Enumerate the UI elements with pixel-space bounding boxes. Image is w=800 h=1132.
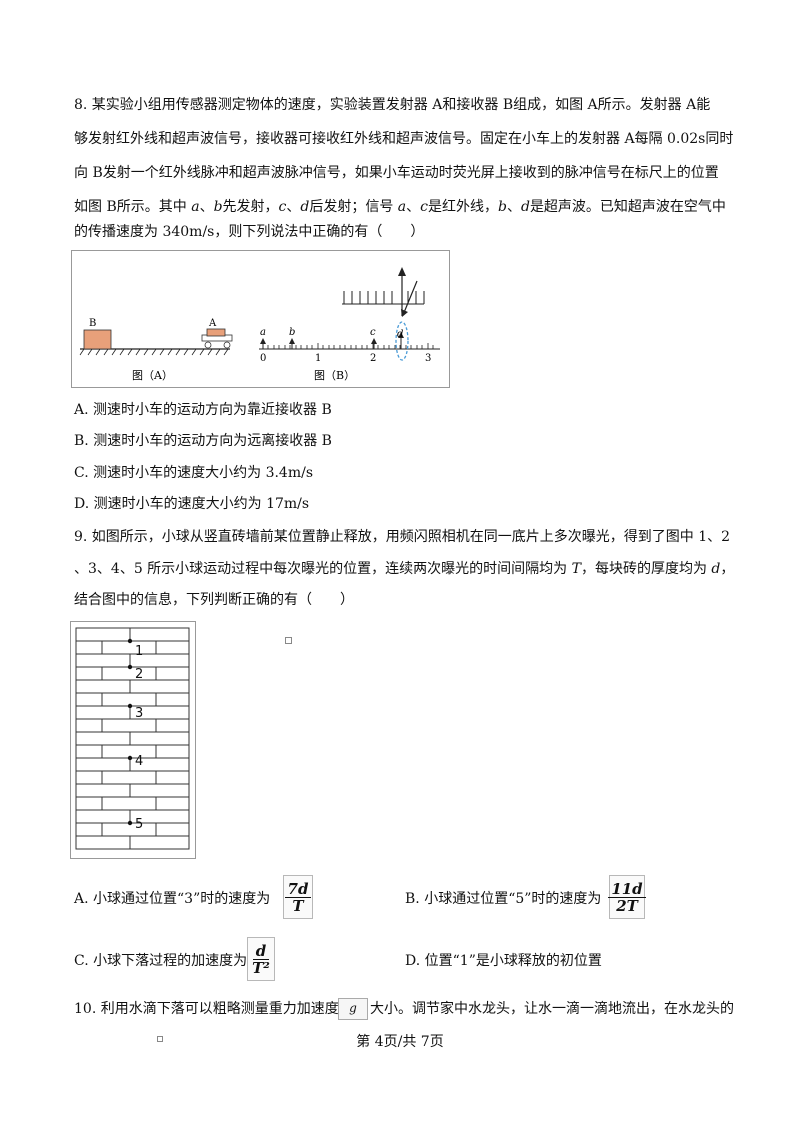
- tick-label-2: 2: [370, 353, 376, 364]
- ball-position-1: [127, 638, 133, 644]
- figure-b: a b c d 0 1 2 3 图（B）: [259, 267, 440, 382]
- q8-figure-svg: B A 图（A）: [79, 267, 440, 382]
- q9-option-b[interactable]: B. 小球通过位置“5”时的速度为: [405, 891, 602, 907]
- q8-option-b[interactable]: B. 测速时小车的运动方向为远离接收器 B: [74, 433, 332, 449]
- signal-a-label: a: [260, 327, 266, 338]
- q9-text-line-2: 、3、4、5 所示小球运动过程中每次曝光的位置，连续两次曝光的时间间隔均为 T，…: [74, 561, 735, 577]
- q9-option-a[interactable]: A. 小球通过位置“3”时的速度为: [74, 891, 271, 907]
- q8-text-line-3: 向 B发射一个红外线脉冲和超声波脉冲信号，如果小车运动时荧光屏上接收到的脉冲信号…: [74, 165, 719, 181]
- q8-text-line-2: 够发射红外线和超声波信号，接收器可接收红外线和超声波信号。固定在小车上的发射器 …: [74, 131, 734, 147]
- tick-label-1: 1: [315, 353, 321, 364]
- figure-a: B A 图（A）: [79, 318, 233, 382]
- q10-text-line-1b: 大小。调节家中水龙头，让水一滴一滴地流出，在水龙头的: [370, 1001, 734, 1017]
- q9-text-line-3: 结合图中的信息，下列判断正确的有（ ）: [74, 592, 354, 608]
- q8-figure: B A 图（A）: [71, 250, 450, 388]
- emitter-a-block: [206, 328, 226, 337]
- placeholder-square: [285, 637, 292, 644]
- ball-label-2: 2: [135, 667, 143, 682]
- tick-label-3: 3: [425, 353, 431, 364]
- label-a: A: [208, 318, 217, 329]
- highlight-ellipse: [395, 321, 409, 361]
- tick-label-0: 0: [260, 353, 266, 364]
- q9-option-d[interactable]: D. 位置“1”是小球释放的初位置: [405, 953, 602, 969]
- q10-text-line-1a: 10. 利用水滴下落可以粗略测量重力加速度: [74, 1001, 339, 1017]
- ball-position-4: [127, 755, 133, 761]
- figure-a-caption: 图（A）: [132, 369, 173, 382]
- page-footer: 第 4页/共 7页: [356, 1034, 444, 1050]
- ball-label-4: 4: [135, 754, 143, 769]
- ball-label-1: 1: [135, 644, 143, 659]
- small-square-marker: [157, 1036, 163, 1042]
- figure-b-caption: 图（B）: [314, 369, 355, 382]
- signal-d-label: d: [397, 329, 403, 340]
- q9-option-b-fraction: 11d 2T: [608, 875, 646, 919]
- q8-option-c[interactable]: C. 测速时小车的速度大小约为 3.4m/s: [74, 465, 314, 481]
- q9-option-c-fraction: d T²: [247, 937, 275, 981]
- q9-option-a-fraction: 7d T: [283, 875, 313, 919]
- q9-option-c[interactable]: C. 小球下落过程的加速度为: [74, 953, 248, 969]
- label-b: B: [89, 318, 96, 329]
- q8-text-line-4: 如图 B所示。其中 a、b先发射，c、d后发射；信号 a、c是红外线，b、d是超…: [74, 199, 726, 215]
- signal-b-label: b: [289, 327, 295, 338]
- ball-label-5: 5: [135, 817, 143, 832]
- signal-c-label: c: [370, 327, 376, 338]
- q8-option-d[interactable]: D. 测速时小车的速度大小约为 17m/s: [74, 496, 310, 512]
- q9-text-line-1: 9. 如图所示，小球从竖直砖墙前某位置静止释放，用频闪照相机在同一底片上多次曝光…: [74, 529, 731, 545]
- ball-label-3: 3: [135, 706, 143, 721]
- q8-text-line-5: 的传播速度为 340m/s，则下列说法中正确的有（ ）: [74, 224, 425, 240]
- ball-position-5: [127, 820, 133, 826]
- ball-position-3: [127, 703, 133, 709]
- brick-wall-figure: 1 2 3 4 5: [70, 621, 196, 859]
- ball-position-2: [127, 664, 133, 670]
- gravity-symbol-box: g: [338, 998, 368, 1020]
- receiver-b-block: [83, 329, 112, 350]
- brick-wall-svg: 1 2 3 4 5: [75, 627, 190, 850]
- q8-text-line-1: 8. 某实验小组用传感器测定物体的速度，实验装置发射器 A和接收器 B组成，如图…: [74, 97, 711, 113]
- q8-option-a[interactable]: A. 测速时小车的运动方向为靠近接收器 B: [74, 402, 332, 418]
